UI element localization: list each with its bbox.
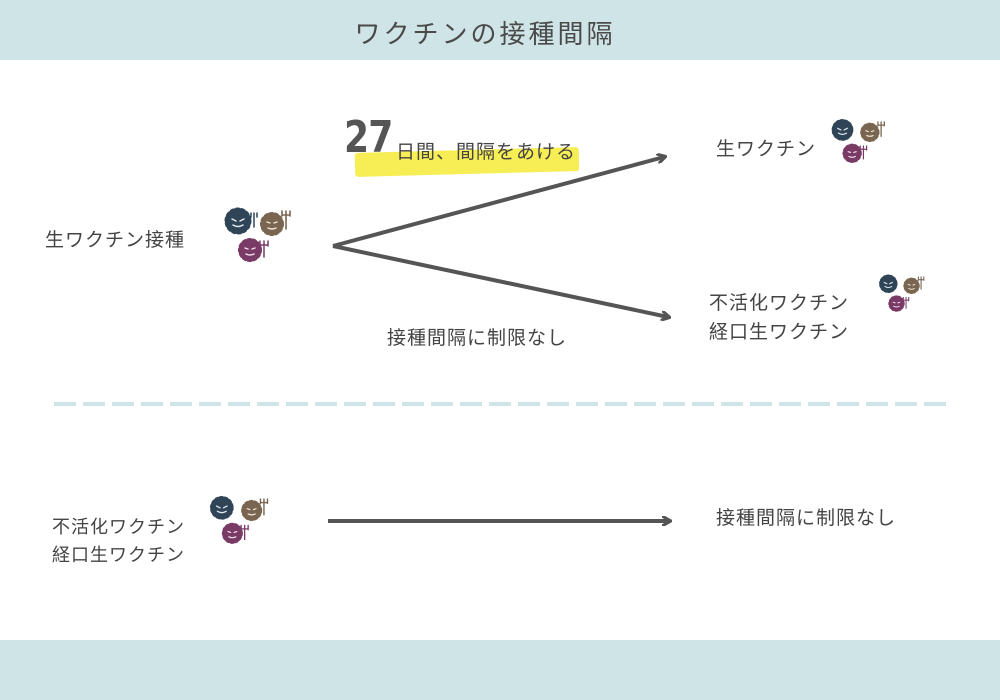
interval-days: 27 xyxy=(344,112,393,163)
source-oral-live: 経口生ワクチン xyxy=(52,545,185,566)
no-interval-label-top: 接種間隔に制限なし xyxy=(387,327,568,349)
source-inactivated: 不活化ワクチン xyxy=(52,517,185,538)
germ-group-icon xyxy=(831,119,885,163)
arrow-to-live xyxy=(332,157,664,248)
footer-band xyxy=(0,640,1000,700)
germ-group-icon xyxy=(879,274,925,312)
source-live-vaccine: 生ワクチン接種 xyxy=(45,229,186,251)
germ-group-icon xyxy=(209,495,269,544)
target-live-vaccine: 生ワクチン xyxy=(716,138,817,160)
arrow-to-other xyxy=(332,244,668,317)
no-interval-label-bottom: 接種間隔に制限なし xyxy=(716,507,897,529)
page-title: ワクチンの接種間隔 xyxy=(354,20,616,50)
target-inactivated: 不活化ワクチン xyxy=(709,292,850,314)
target-oral-live: 経口生ワクチン xyxy=(709,321,850,343)
germ-group-icon xyxy=(224,207,291,262)
header-band xyxy=(0,0,1000,60)
interval-text: 日間、間隔をあける xyxy=(396,141,577,163)
